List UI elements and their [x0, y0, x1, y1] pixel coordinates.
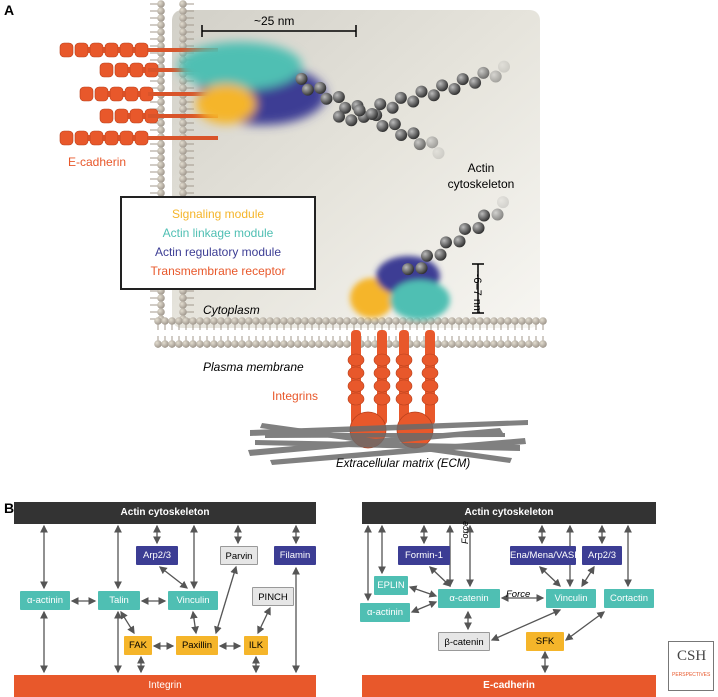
node-alpha-actinin-right: α-actinin — [360, 603, 410, 622]
ecm-fibers — [248, 420, 528, 465]
node-eplin: EPLIN — [374, 576, 408, 595]
legend-actin-linkage: Actin linkage module — [162, 226, 274, 240]
node-parvin: Parvin — [220, 546, 258, 565]
scale-top-label: ~25 nm — [254, 14, 295, 28]
scale-bar-top — [201, 25, 357, 37]
node-talin: Talin — [98, 591, 140, 610]
e-cadherin-bar: E-cadherin — [362, 675, 656, 697]
node-arp23-right: Arp2/3 — [582, 546, 622, 565]
node-ena-mena-vasp: Ena/Mena/VASP — [510, 546, 581, 565]
right-actin-bar: Actin cytoskeleton — [362, 502, 656, 524]
cytoplasm-label: Cytoplasm — [203, 303, 260, 317]
force-label-horizontal: Force — [506, 589, 531, 600]
node-beta-catenin: β-catenin — [438, 632, 490, 651]
node-cortactin: Cortactin — [604, 589, 654, 608]
node-paxillin: Paxillin — [176, 636, 218, 655]
node-vinculin-right: Vinculin — [546, 589, 596, 608]
actin-label: Actin cytoskeleton — [447, 161, 515, 191]
legend-transmembrane: Transmembrane receptor — [150, 264, 286, 278]
logo-text: CSH — [677, 648, 707, 664]
node-fak: FAK — [124, 636, 152, 655]
adherens-complex — [178, 42, 326, 125]
node-vinculin-left: Vinculin — [168, 591, 218, 610]
integrins-label: Integrins — [272, 389, 319, 403]
horizontal-membrane — [154, 317, 547, 348]
node-alpha-catenin: α-catenin — [438, 589, 500, 608]
node-filamin: Filamin — [274, 546, 316, 565]
ecm-label: Extracellular matrix (ECM) — [336, 458, 471, 470]
logo-subtext: PERSPECTIVES — [672, 672, 711, 678]
node-ilk: ILK — [244, 636, 268, 655]
legend-signaling: Signaling module — [171, 207, 265, 221]
actin-filaments — [295, 60, 510, 276]
e-cadherin-label: E-cadherin — [68, 155, 127, 169]
integrin-bar: Integrin — [14, 675, 316, 697]
node-alpha-actinin-left: α-actinin — [20, 591, 70, 610]
focal-adhesion-complex — [350, 256, 450, 320]
panel-a-letter: A — [4, 2, 15, 18]
csh-perspectives-logo: CSH PERSPECTIVES — [668, 641, 714, 691]
scale-side-label: ~6–7 nm — [471, 271, 483, 315]
node-formin: Formin-1 — [398, 546, 450, 565]
left-actin-bar: Actin cytoskeleton — [14, 502, 316, 524]
node-arp23-left: Arp2/3 — [136, 546, 178, 565]
node-sfk: SFK — [526, 632, 564, 651]
legend-actin-regulatory: Actin regulatory module — [154, 245, 282, 259]
node-pinch: PINCH — [252, 587, 294, 606]
panel-b-letter: B — [4, 500, 15, 516]
module-legend: Signaling module Actin linkage module Ac… — [120, 196, 316, 290]
plasma-membrane-label: Plasma membrane — [203, 360, 304, 374]
force-label-vertical: Force — [460, 520, 470, 544]
scale-bar-side — [472, 263, 484, 314]
